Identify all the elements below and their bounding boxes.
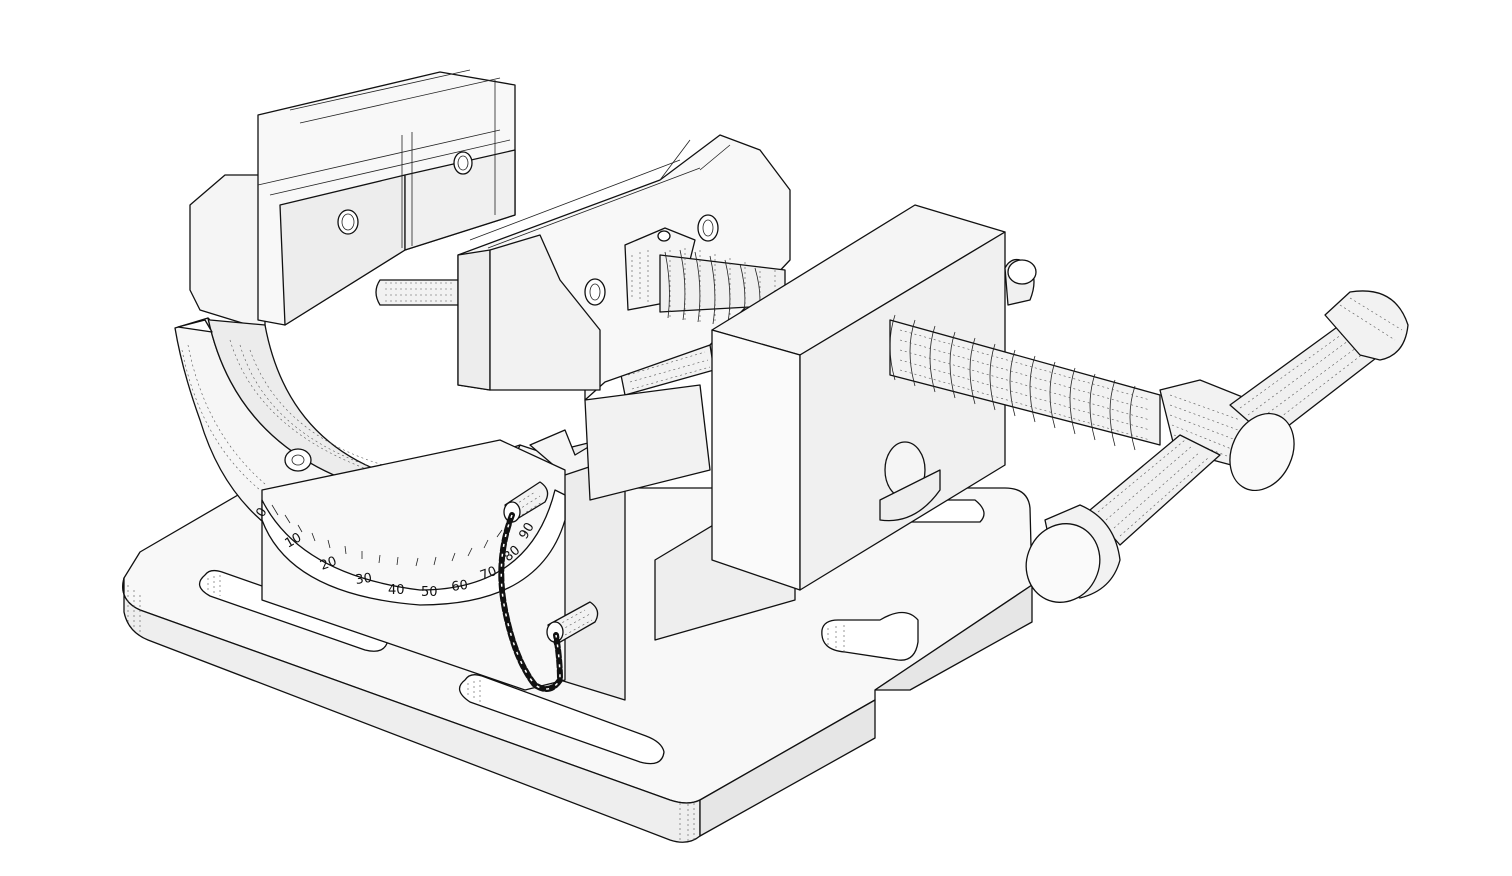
scale-label-70: 70 <box>478 564 499 584</box>
protractor-bracket: 0 10 20 30 40 50 60 70 80 90 <box>253 429 626 701</box>
jaw-bolt-hole-front <box>584 278 606 306</box>
handle-knob-top <box>1324 290 1409 361</box>
scale-label-40: 40 <box>388 583 405 598</box>
base-u-cutout <box>821 611 919 661</box>
base-slot-right <box>458 674 665 765</box>
hub-end-face <box>1229 412 1295 492</box>
jaw-bolt-hole-rear <box>697 214 719 242</box>
jaw-screw-hole-right <box>453 151 473 175</box>
scale-label-60: 60 <box>450 578 468 595</box>
threaded-screw <box>889 314 1161 451</box>
scale-label-30: 30 <box>354 571 372 588</box>
movable-jaw <box>457 134 791 501</box>
scale-label-50: 50 <box>421 585 438 600</box>
locking-pin-upper <box>503 481 549 523</box>
scale-label-20: 20 <box>318 554 339 574</box>
pivot-bolt <box>284 448 312 472</box>
screw-housing-block <box>711 204 1037 591</box>
fixed-jaw <box>189 69 516 331</box>
protractor-scale-numbers: 0 10 20 30 40 50 60 70 80 90 <box>253 505 537 600</box>
guide-rod-left <box>375 279 461 306</box>
scale-label-10: 10 <box>283 530 305 551</box>
jaw-screw-hole-left <box>337 209 359 235</box>
scale-label-90: 90 <box>516 520 537 542</box>
t-handle-bar <box>1025 290 1409 603</box>
